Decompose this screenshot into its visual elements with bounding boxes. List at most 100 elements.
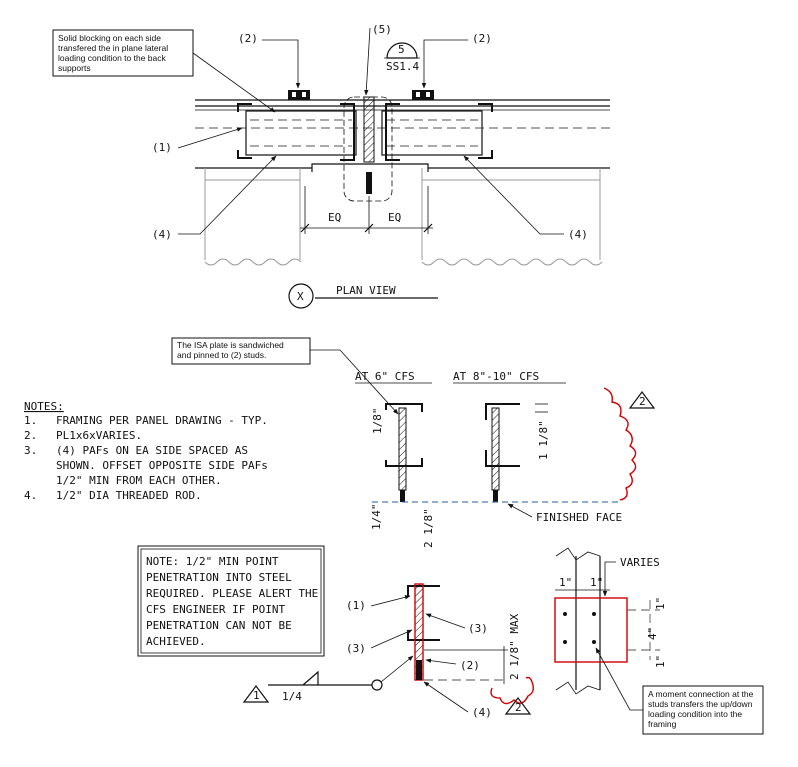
leader-2-right [421, 39, 468, 89]
leader-1 [177, 127, 243, 149]
dim-eq-left: EQ [328, 211, 341, 224]
plan-tag-4-left: (4) [152, 228, 172, 241]
moment-note-leader [595, 647, 643, 711]
detail-tag-3-left: (3) [346, 642, 366, 655]
break-bottom [555, 681, 601, 695]
penetration-note-line-3: REQUIRED. PLEASE ALERT THE [146, 587, 318, 600]
note-1-num: 1. [24, 414, 37, 427]
notes-title: NOTES: [24, 400, 64, 413]
break-line-right [421, 258, 603, 266]
plate-hidden-lines [627, 600, 660, 660]
blocking-note-line-4: supports [58, 63, 91, 73]
dim-left-2-1-8: 2 1/8" [422, 508, 435, 548]
note-3-text-3: 1/2" MIN FROM EACH OTHER. [56, 474, 222, 487]
plate-dim-1-mid: 1" [590, 576, 603, 589]
revision-triangle-2-bottom [504, 697, 532, 715]
sections: The ISA plate is sandwiched and pinned t… [171, 337, 656, 548]
section-ref-sheet: SS1.4 [386, 60, 419, 73]
penetration-note-line-2: PENETRATION INTO STEEL [146, 571, 292, 584]
penetration-note-line-1: NOTE: 1/2" MIN POINT [146, 555, 279, 568]
plate-varies-label: VARIES [620, 556, 660, 569]
revision-triangle-2 [628, 391, 656, 409]
clip-left-hole [292, 92, 296, 97]
stud-left-bottom [237, 150, 252, 159]
dim-max-label: 2 1/8" MAX [508, 613, 521, 680]
stud-right-top [478, 103, 493, 112]
sec-right-rod [493, 490, 498, 502]
pin-1 [563, 612, 567, 616]
connection-detail: (1) (3) (3) (2) (4) 2 1/8" MAX 1/4 1 2 [242, 583, 535, 719]
general-notes: NOTES: 1. FRAMING PER PANEL DRAWING - TY… [24, 400, 268, 502]
detail-leader-3-left [370, 629, 413, 649]
dim-right-1-1-8: 1 1/8" [537, 420, 550, 460]
plan-view: Solid blocking on each side transfered t… [52, 23, 610, 309]
blocking-leader [192, 52, 276, 113]
left-blocking [245, 110, 357, 156]
revision-cloud-2 [603, 387, 637, 501]
view-marker-circle [288, 283, 314, 309]
isa-note-leader [310, 349, 399, 415]
pin-4 [592, 640, 596, 644]
note-1-text: FRAMING PER PANEL DRAWING - TYP. [56, 414, 268, 427]
blocking-note-line-3: loading condition to the back [58, 53, 166, 63]
weld-size: 1/4 [282, 690, 302, 703]
penetration-note: NOTE: 1/2" MIN POINT PENETRATION INTO ST… [137, 545, 325, 657]
blocking-note-line-1: Solid blocking on each side [58, 33, 161, 43]
view-marker-label: X [297, 290, 304, 303]
note-2-text: PL1x6xVARIES. [56, 429, 142, 442]
sec-left-top-flange [385, 403, 423, 412]
finished-face-leader [507, 503, 533, 518]
revision-number-2: 2 [639, 395, 646, 408]
enlargement-bubble [343, 96, 393, 202]
penetration-note-line-4: CFS ENGINEER IF POINT [146, 603, 285, 616]
moment-note-line-2: studs transfers the up/down [648, 699, 753, 709]
varies-leader [602, 561, 616, 597]
clip-right [412, 90, 434, 100]
section-ref-number: 5 [398, 43, 405, 56]
clip-right-hole [416, 92, 420, 97]
plan-tag-5: (5) [372, 23, 392, 36]
pin-3 [592, 612, 596, 616]
sec-left-rod [400, 490, 405, 502]
dim-left-1-8: 1/8" [371, 408, 384, 435]
plate-elevation: VARIES 1" 1" 1" 4" 1" A moment connectio… [554, 547, 764, 735]
stud-mid-left [340, 103, 355, 161]
sec-left-plate [398, 407, 407, 491]
detail-leader-2 [425, 658, 457, 665]
detail-rod [416, 660, 422, 680]
leader-5 [364, 27, 371, 96]
stud-right-bottom [478, 150, 493, 159]
finished-face-label: FINISHED FACE [536, 511, 622, 524]
sec-right-top-flange [485, 403, 520, 420]
support-cap [311, 163, 429, 172]
weld-fillet-symbol [302, 670, 319, 686]
threaded-rod [366, 172, 372, 194]
stud-left-top [237, 103, 252, 112]
moment-note-line-1: A moment connection at the [648, 689, 754, 699]
plan-tag-2-left: (2) [238, 32, 258, 45]
dim-eq-right: EQ [388, 211, 401, 224]
detail-tag-3-right: (3) [468, 622, 488, 635]
note-4-text: 1/2" DIA THREADED ROD. [56, 489, 202, 502]
plan-tag-4-right: (4) [568, 228, 588, 241]
moment-note-line-3: loading condition into the [648, 709, 742, 719]
note-2-num: 2. [24, 429, 37, 442]
clip-left [288, 90, 310, 100]
revision-triangle-1 [242, 685, 270, 703]
blocking-note-line-2: transfered the in plane lateral [58, 43, 168, 53]
sec-right-bottom-flange [485, 450, 520, 467]
plate-dim-1-bottom: 1" [654, 655, 667, 668]
note-3-text-1: (4) PAFs ON EA SIDE SPACED AS [56, 444, 248, 457]
dim-ticks-eq [300, 223, 433, 233]
detail-tag-4: (4) [472, 706, 492, 719]
revision-number-1: 1 [253, 689, 260, 702]
pin-2 [563, 640, 567, 644]
detail-bottom-flange [407, 632, 440, 641]
note-3-num: 3. [24, 444, 37, 457]
leader-2-left [262, 39, 301, 89]
moment-note-box [642, 685, 764, 735]
penetration-note-line-5: PENETRATION CAN NOT BE [146, 619, 292, 632]
penetration-note-line-6: ACHIEVED. [146, 635, 206, 648]
break-top [555, 547, 601, 561]
